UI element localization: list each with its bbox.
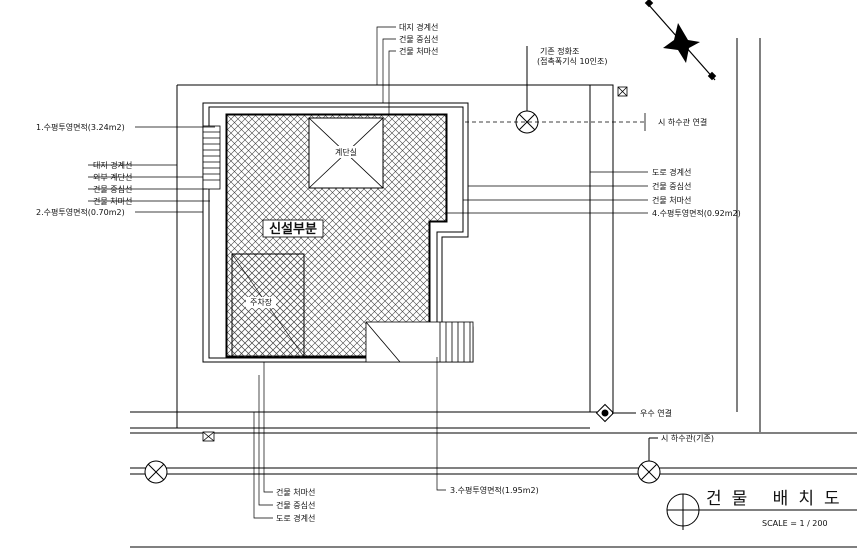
parking-label: 주차장 (250, 297, 273, 307)
exterior-stair-left (202, 125, 221, 190)
top-leaders (376, 26, 396, 114)
parking-room: 주차장 (231, 253, 305, 358)
right-label-2: 건물 중심선 (652, 181, 691, 191)
stair-room-label: 계단실 (335, 147, 357, 157)
top-label-1: 대지 경계선 (399, 22, 438, 32)
title-block: 건물 배치도 SCALE = 1 / 200 (666, 489, 857, 530)
main-room-label: 신설부분 (269, 222, 317, 237)
drawing-title: 건물 배치도 (706, 489, 850, 509)
rain-drain-icon (595, 403, 636, 423)
city-sewer-label: 시 하수관(기존) (661, 433, 714, 443)
left-label-2: 대지 경계선 (93, 160, 132, 170)
bottom-label-2: 건물 중심선 (276, 500, 315, 510)
top-label-3: 건물 처마선 (399, 46, 438, 56)
manhole-right-icon (637, 437, 661, 484)
bottom-leaders (253, 357, 446, 519)
north-arrow-icon (644, 0, 717, 81)
scale-label: SCALE = 1 / 200 (762, 519, 828, 528)
right-label-3: 건물 처마선 (652, 195, 691, 205)
top-label-2: 건물 중심선 (399, 34, 438, 44)
septic-label-2: (접촉폭기식 10인조) (537, 56, 607, 66)
left-label-1: 1.수평투영면적(3.24m2) (36, 122, 125, 132)
left-leaders (88, 126, 215, 213)
utility-box-icon (202, 86, 628, 442)
rain-connection-label: 우수 연결 (640, 408, 672, 418)
main-room: 신설부분 (262, 219, 324, 238)
bottom-label-1: 건물 처마선 (276, 487, 315, 497)
right-label-1: 도로 경계선 (652, 167, 691, 177)
left-label-5: 건물 처마선 (93, 196, 132, 206)
manhole-left-icon (144, 460, 168, 484)
left-label-4: 건물 중심선 (93, 184, 132, 194)
right-label-4: 4.수평투영면적(0.92m2) (652, 208, 741, 218)
exterior-stair-right (365, 321, 474, 363)
sewer-connection-label: 시 하수관 연결 (658, 117, 707, 127)
left-label-3: 외부 계단선 (93, 172, 132, 182)
right-leaders (445, 171, 648, 214)
septic-label-1: 기존 정화조 (540, 46, 579, 56)
site-boundary (130, 84, 614, 429)
area3-label: 3.수평투영면적(1.95m2) (450, 485, 539, 495)
septic-tank-icon (515, 46, 539, 134)
left-label-6: 2.수평투영면적(0.70m2) (36, 207, 125, 217)
road (130, 38, 857, 548)
stair-room: 계단실 (308, 117, 384, 189)
bottom-label-3: 도로 경계선 (276, 513, 315, 523)
